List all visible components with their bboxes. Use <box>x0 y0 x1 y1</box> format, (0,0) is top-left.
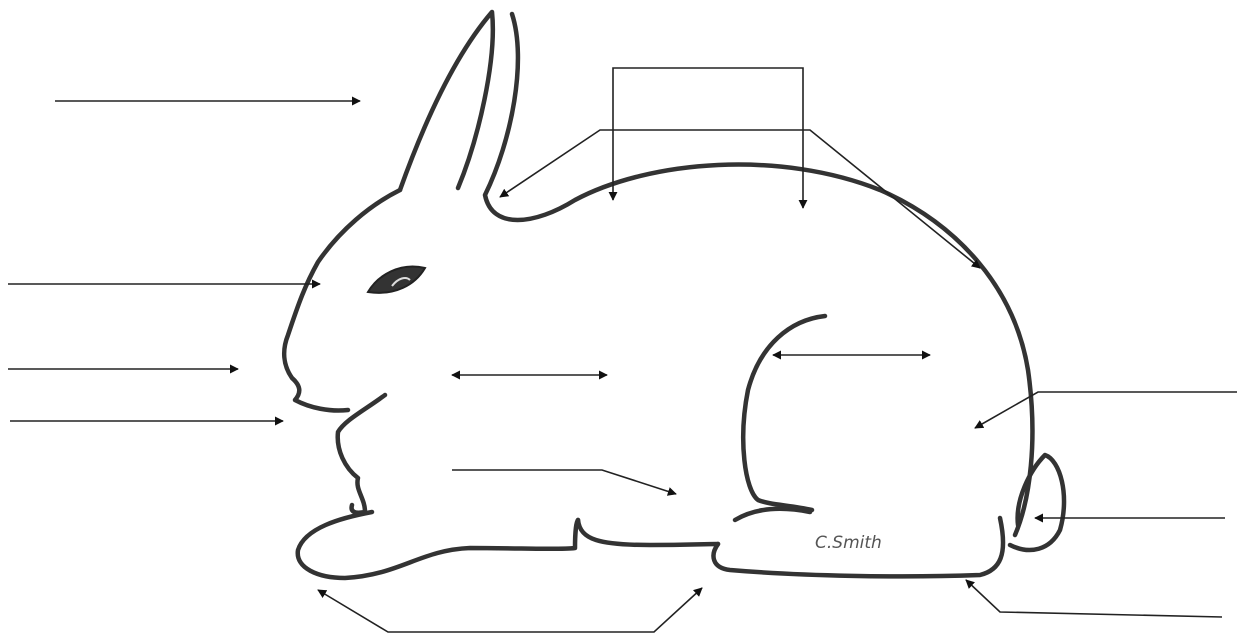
signature: C.Smith <box>815 533 882 553</box>
head-outline <box>284 190 578 578</box>
hind-leg-outline <box>743 316 825 510</box>
body-outline <box>400 12 1032 535</box>
label-line-neck-rump <box>500 130 980 268</box>
label-line-hind-foot <box>966 580 1222 617</box>
label-line-hip <box>975 392 1237 428</box>
label-bracket-back <box>613 68 803 208</box>
label-line-flank <box>452 470 676 494</box>
eye <box>368 267 425 293</box>
belly-outline <box>578 520 718 545</box>
label-bracket-front-feet <box>318 588 702 632</box>
tail-outline <box>1010 455 1064 550</box>
leader-lines <box>8 68 1237 632</box>
